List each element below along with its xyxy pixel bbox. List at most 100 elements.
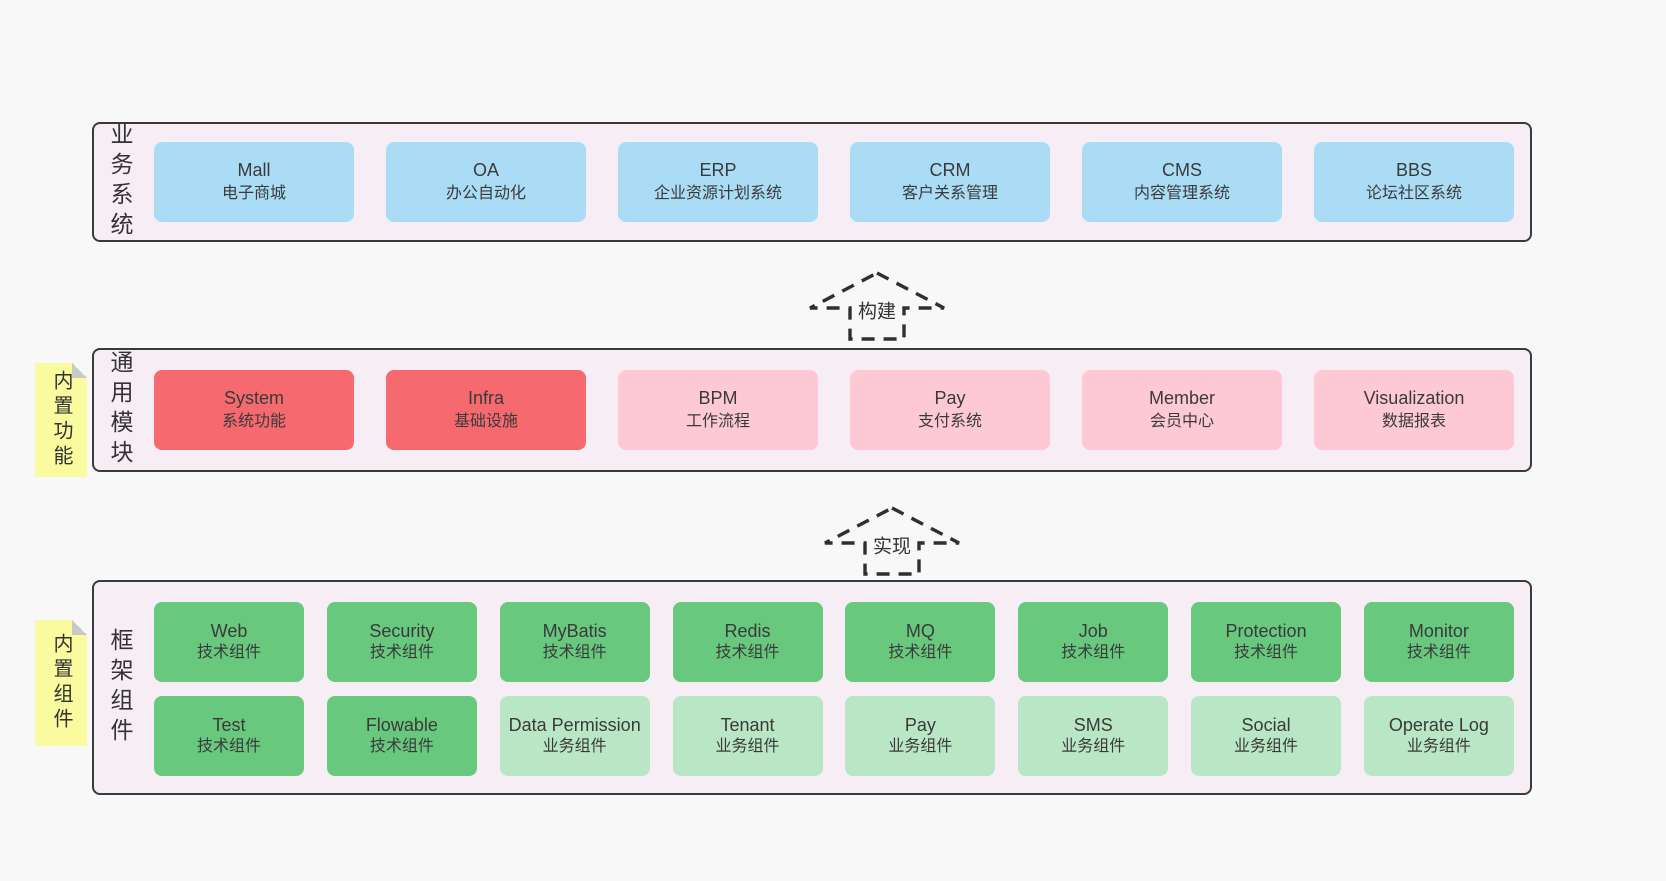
business-systems-box-row: Mall 电子商城 OA 办公自动化 ERP 企业资源计划系统 CRM 客户关系管理 CMS 内容… (154, 124, 1514, 240)
box-title: MQ (905, 620, 935, 641)
box-subtitle: 业务组件 (1234, 738, 1299, 756)
module-box-oa: OA 办公自动化 (386, 142, 586, 222)
module-box-cms: CMS 内容管理系统 (1082, 142, 1282, 222)
module-box-pay: Pay 业务组件 (845, 696, 996, 776)
box-title: MyBatis (542, 620, 607, 641)
module-box-security: Security 技术组件 (326, 602, 477, 682)
box-subtitle: 技术组件 (369, 738, 434, 756)
sticky-built-in-features-label: 内置功能 (50, 370, 72, 470)
module-box-crm: CRM 客户关系管理 (850, 142, 1050, 222)
module-box-mq: MQ 技术组件 (845, 602, 996, 682)
arrow-implement: 实现 (822, 505, 962, 577)
box-title: SMS (1073, 714, 1113, 735)
band-label-business-systems: 业务系统 (107, 122, 133, 242)
module-box-infra: Infra 基础设施 (386, 370, 586, 450)
module-box-web: Web 技术组件 (154, 602, 304, 682)
box-title: Data Permission (508, 714, 641, 735)
module-box-flowable: Flowable 技术组件 (326, 696, 477, 776)
module-box-test: Test 技术组件 (154, 696, 304, 776)
box-title: Redis (724, 620, 771, 641)
box-title: Member (1148, 387, 1215, 408)
box-title: Flowable (365, 714, 438, 735)
box-subtitle: 业务组件 (715, 738, 780, 756)
band-label-framework-components: 框架组件 (107, 627, 133, 748)
box-title: Protection (1225, 620, 1307, 641)
box-subtitle: 技术组件 (715, 644, 780, 662)
box-title: Web (210, 620, 248, 641)
box-title: Job (1078, 620, 1108, 641)
module-box-pay: Pay 支付系统 (850, 370, 1050, 450)
box-subtitle: 技术组件 (1234, 644, 1299, 662)
box-title: System (223, 387, 284, 408)
folded-corner-icon (72, 363, 87, 378)
box-subtitle: 业务组件 (542, 738, 607, 756)
box-subtitle: 业务组件 (888, 738, 953, 756)
module-box-redis: Redis 技术组件 (672, 602, 823, 682)
module-box-member: Member 会员中心 (1082, 370, 1282, 450)
sticky-built-in-features: 内置功能 (35, 363, 87, 477)
box-subtitle: 支付系统 (917, 413, 982, 431)
module-box-operate-log: Operate Log 业务组件 (1363, 696, 1514, 776)
arrow-implement-label: 实现 (868, 529, 916, 561)
box-subtitle: 办公自动化 (445, 185, 526, 203)
box-subtitle: 系统功能 (221, 413, 286, 431)
box-subtitle: 电子商城 (221, 185, 286, 203)
box-title: ERP (699, 159, 737, 180)
sticky-built-in-components: 内置组件 (35, 620, 87, 746)
sticky-built-in-components-label: 内置组件 (50, 633, 72, 733)
module-box-bbs: BBS 论坛社区系统 (1314, 142, 1514, 222)
box-subtitle: 技术组件 (369, 644, 434, 662)
box-title: Pay (904, 714, 936, 735)
module-box-social: Social 业务组件 (1191, 696, 1342, 776)
box-subtitle: 技术组件 (888, 644, 953, 662)
box-title: Social (1241, 714, 1291, 735)
box-subtitle: 基础设施 (453, 413, 518, 431)
box-title: CMS (1162, 159, 1202, 180)
box-subtitle: 会员中心 (1149, 413, 1214, 431)
box-subtitle: 论坛社区系统 (1365, 185, 1462, 203)
module-box-erp: ERP 企业资源计划系统 (618, 142, 818, 222)
module-box-mall: Mall 电子商城 (154, 142, 354, 222)
box-title: Security (369, 620, 435, 641)
box-subtitle: 业务组件 (1406, 738, 1471, 756)
module-box-data-permission: Data Permission 业务组件 (499, 696, 650, 776)
box-title: Visualization (1363, 387, 1465, 408)
box-title: BBS (1395, 159, 1433, 180)
box-title: Pay (934, 387, 966, 408)
box-subtitle: 技术组件 (196, 738, 261, 756)
box-subtitle: 客户关系管理 (901, 185, 998, 203)
module-box-system: System 系统功能 (154, 370, 354, 450)
box-subtitle: 内容管理系统 (1133, 185, 1230, 203)
box-subtitle: 业务组件 (1061, 738, 1126, 756)
band-label-common-modules: 通用模块 (107, 350, 133, 470)
box-subtitle: 技术组件 (542, 644, 607, 662)
box-title: OA (472, 159, 499, 180)
box-subtitle: 技术组件 (1406, 644, 1471, 662)
module-box-monitor: Monitor 技术组件 (1363, 602, 1514, 682)
box-subtitle: 技术组件 (196, 644, 261, 662)
box-title: Operate Log (1388, 714, 1489, 735)
box-title: CRM (929, 159, 971, 180)
module-box-sms: SMS 业务组件 (1018, 696, 1169, 776)
box-subtitle: 技术组件 (1061, 644, 1126, 662)
arrow-build: 构建 (807, 270, 947, 342)
box-title: Test (212, 714, 246, 735)
box-title: Monitor (1408, 620, 1469, 641)
folded-corner-icon (72, 620, 87, 635)
box-subtitle: 工作流程 (685, 413, 750, 431)
module-box-mybatis: MyBatis 技术组件 (499, 602, 650, 682)
box-subtitle: 数据报表 (1381, 413, 1446, 431)
box-subtitle: 企业资源计划系统 (653, 185, 782, 203)
box-title: Mall (237, 159, 271, 180)
box-title: Infra (467, 387, 505, 408)
module-box-visualization: Visualization 数据报表 (1314, 370, 1514, 450)
module-box-job: Job 技术组件 (1018, 602, 1169, 682)
